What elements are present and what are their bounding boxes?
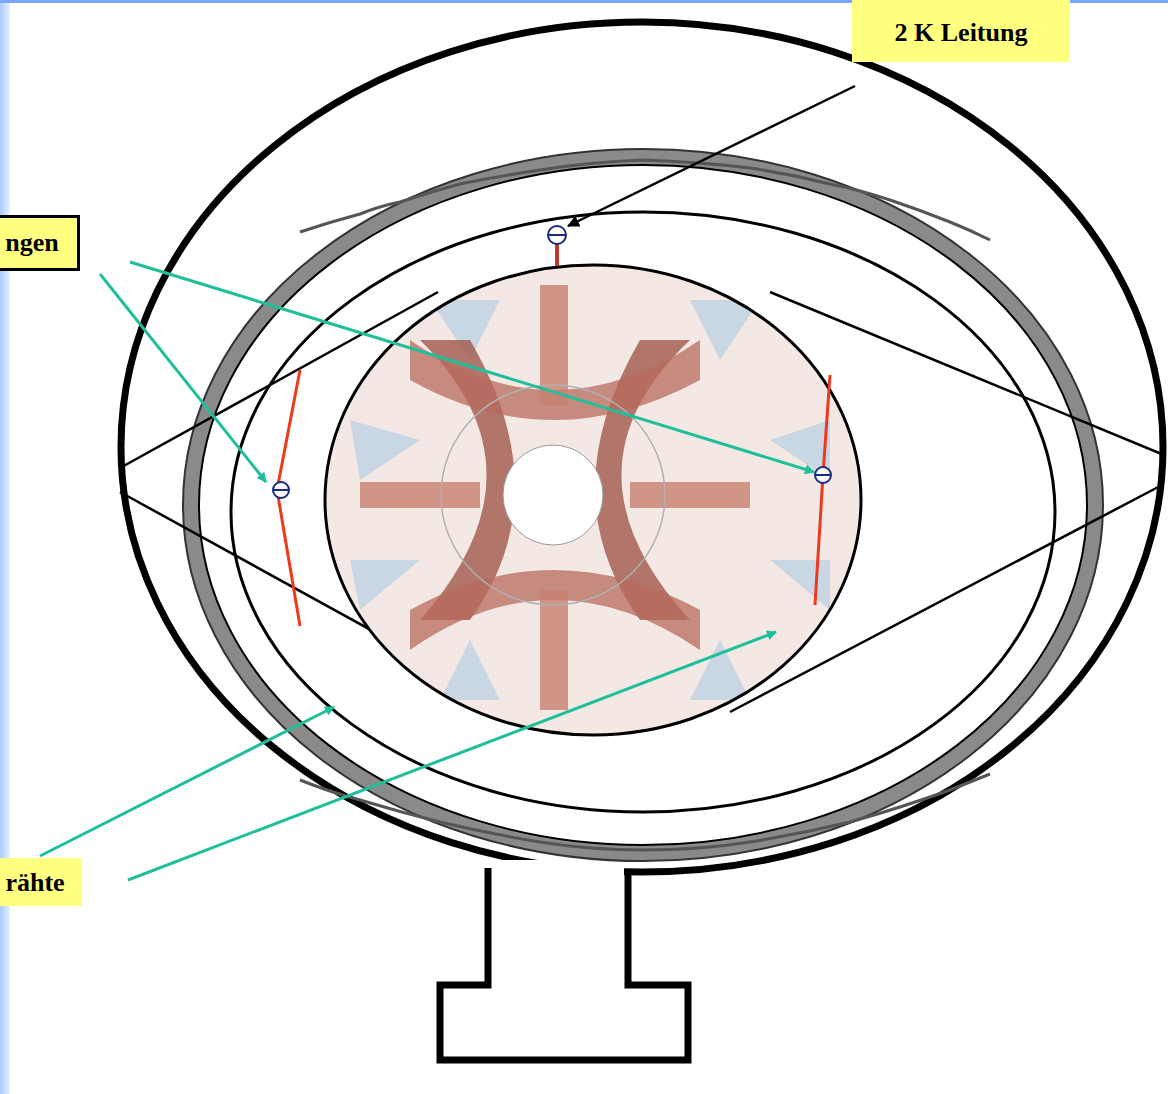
- pipe-symbol: [815, 467, 831, 483]
- pipe-symbol: [549, 234, 565, 236]
- callout-text: rähte: [2, 868, 68, 898]
- cold-mass-outline: [325, 265, 861, 735]
- callout-text: 2 K Leitung: [860, 18, 1062, 48]
- pipe-symbol: [548, 226, 566, 244]
- leader-arrow: [568, 86, 855, 226]
- vacuum-vessel: [121, 22, 1163, 872]
- pipe-stem: [555, 244, 559, 266]
- callout-box: ngen: [0, 215, 80, 271]
- leader-arrow: [40, 707, 334, 856]
- leader-arrow: [128, 632, 776, 880]
- inner-ring: [231, 212, 1055, 812]
- leader-arrow: [130, 262, 814, 472]
- vessel-foot: [440, 868, 688, 1060]
- thermal-shield: [183, 149, 1103, 861]
- cold-mass-yoke: [325, 265, 861, 735]
- callout-box: 2 K Leitung: [852, 0, 1070, 62]
- pipe-symbol: [816, 474, 830, 476]
- callout-text: ngen: [5, 228, 59, 258]
- shield-inner: [199, 165, 1087, 845]
- pipe-symbol: [274, 489, 288, 491]
- vessel-joint: [492, 860, 624, 882]
- pipe-symbol: [273, 482, 289, 498]
- frame-strip: [0, 0, 10, 1094]
- support-rod: [815, 375, 830, 605]
- leader-arrow: [100, 274, 266, 482]
- callout-box: rähte: [0, 858, 82, 906]
